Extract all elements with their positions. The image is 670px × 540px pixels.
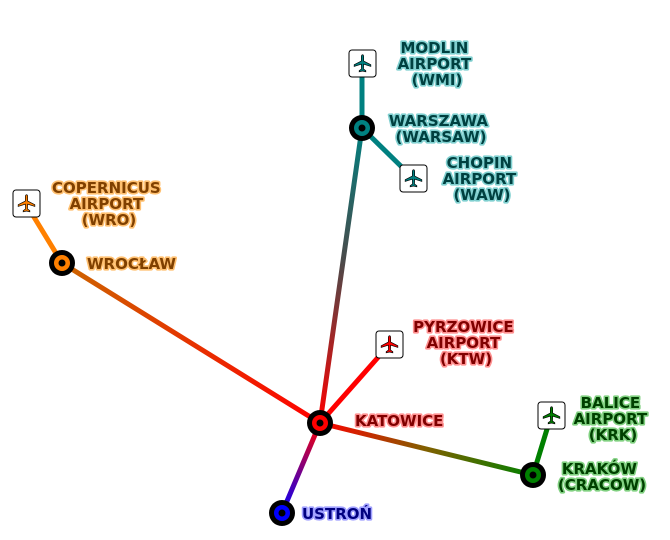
airport-label-waw: CHOPIN AIRPORT (WAW) bbox=[443, 154, 522, 204]
airport-label-wro: COPERNICUS AIRPORT (WRO) bbox=[52, 179, 166, 229]
city-label-ustron: USTROŃ bbox=[302, 504, 372, 523]
city-label-krakow: KRAKÓW (CRACOW) bbox=[558, 459, 646, 494]
city-marker-ustron bbox=[269, 500, 295, 526]
airport-label-wmi: MODLIN AIRPORT (WMI) bbox=[398, 39, 477, 89]
airplane-icon-wro bbox=[12, 189, 41, 218]
line-katowice-wroclaw bbox=[59, 260, 323, 426]
airport-label-krk: BALICE AIRPORT (KRK) bbox=[574, 394, 653, 444]
line-katowice-warszawa bbox=[317, 125, 365, 426]
city-label-katowice: KATOWICE bbox=[355, 412, 443, 430]
city-marker-warszawa bbox=[349, 115, 375, 141]
airplane-icon-krk bbox=[537, 401, 566, 430]
airplane-icon-waw bbox=[399, 164, 428, 193]
line-katowice-ustron bbox=[279, 420, 323, 516]
airplane-icon-ktw bbox=[375, 330, 404, 359]
airport-label-ktw: PYRZOWICE AIRPORT (KTW) bbox=[413, 318, 519, 368]
city-label-warszawa: WARSZAWA (WARSAW) bbox=[389, 112, 493, 146]
city-marker-katowice bbox=[307, 410, 333, 436]
city-label-wroclaw: WROCŁAW bbox=[87, 255, 176, 273]
city-marker-krakow bbox=[520, 462, 546, 488]
line-katowice-krakow bbox=[317, 420, 536, 478]
airplane-icon-wmi bbox=[348, 49, 377, 78]
city-marker-wroclaw bbox=[49, 250, 75, 276]
